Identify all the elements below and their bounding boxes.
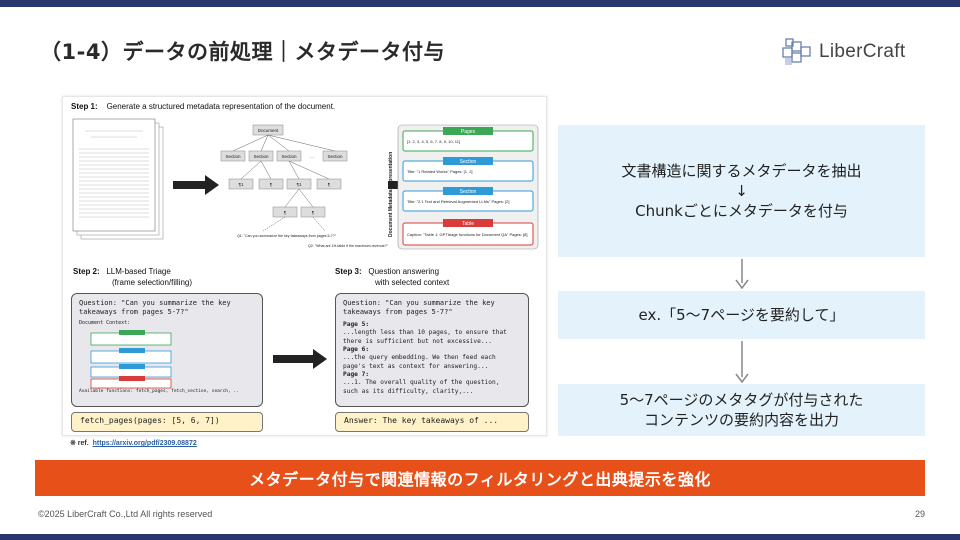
paper-figure: Step 1: Generate a structured metadata r…: [62, 96, 547, 436]
meta-card-header: Pages: [461, 129, 476, 135]
flow-box-output: 5〜7ページのメタタグが付与された コンテンツの要約内容を出力: [558, 384, 925, 436]
step3-subcaption: with selected context: [375, 278, 450, 287]
flow-box-metadata: 文書構造に関するメタデータを抽出 ↓ Chunkごとにメタデータを付与: [558, 125, 925, 257]
tree-para: ¶1: [239, 182, 244, 187]
slide-title: （1-4）データの前処理｜メタデータ付与: [40, 40, 445, 64]
left-question: Question: "Can you summarize the key tak…: [79, 299, 231, 317]
tree-section: Section: [225, 154, 241, 159]
tree-para: ¶1: [297, 182, 302, 187]
flow-box2-text: ex.「5〜7ページを要約して」: [638, 305, 845, 324]
logo-text: LiberCraft: [819, 41, 906, 62]
flow-box3-line2: コンテンツの要約内容を出力: [643, 411, 839, 429]
meta-card-header: Section: [460, 189, 477, 195]
step2-caption: Step 2: LLM-based Triage: [73, 267, 171, 276]
triage-prompt-box: Question: "Can you summarize the key tak…: [71, 293, 263, 407]
arrow-right-icon: [273, 349, 327, 369]
page6-label: Page 6:: [343, 345, 370, 353]
tree-section: Section: [253, 154, 269, 159]
meta-card-body: Title: "2.1 Text and Retrieval Augmented…: [407, 199, 509, 204]
meta-card-body: Title: "1 Related Works" Pages: [1, 2]: [407, 169, 473, 174]
down-arrow-glyph: ↓: [735, 181, 748, 200]
page-number: 29: [914, 509, 925, 519]
tree-para: ¶: [328, 182, 331, 187]
function-call-box: fetch_pages(pages: [5, 6, 7]): [71, 412, 263, 432]
flow-box-example: ex.「5〜7ページを要約して」: [558, 291, 925, 339]
step2-subcaption: (frame selection/filling): [112, 278, 193, 287]
logo: LiberCraft: [780, 36, 905, 68]
left-context-label: Document Context:: [79, 319, 131, 326]
bottom-accent-bar: [0, 534, 960, 540]
flow-box1-line1: 文書構造に関するメタデータを抽出: [621, 161, 862, 180]
tree-q2: Q2: "What are 1H-table if the maximum re…: [308, 244, 389, 248]
meta-card-body: [1, 2, 3, 4, 5, 6, 7, 8, 9, 10, 11]: [407, 139, 460, 144]
tree-para: ¶: [270, 182, 273, 187]
right-question: Question: "Can you summarize the key tak…: [343, 299, 495, 317]
meta-card-header: Table: [462, 221, 474, 227]
meta-card-body: Caption: "Table 1: GPTtriage functions f…: [407, 232, 527, 237]
figure-diagram: Document Section Section Section ... Sec…: [72, 118, 539, 369]
page6-text: ...the query embedding. We then feed eac…: [343, 354, 496, 370]
step3-caption: Step 3: Question answering: [335, 267, 440, 276]
copyright: ©2025 LiberCraft Co.,Ltd All rights rese…: [38, 509, 213, 519]
tree-leaf: ¶: [312, 210, 315, 215]
tree-root: Document: [258, 128, 279, 133]
flow-box1-line2: Chunkごとにメタデータを付与: [635, 202, 848, 221]
page5-label: Page 5:: [343, 320, 370, 328]
document-stack-icon: [72, 118, 164, 240]
down-arrow-icon: [735, 341, 749, 383]
meta-rep-label: Document Metadata Representation: [388, 152, 394, 237]
tree-leaf: ¶: [284, 210, 287, 215]
arrow-right-icon: [173, 175, 219, 195]
summary-banner: メタデータ付与で関連情報のフィルタリングと出典提示を強化: [35, 460, 925, 496]
page7-text: ...1. The overall quality of the questio…: [343, 379, 500, 395]
flow-box3-line1: 5〜7ページのメタタグが付与された: [619, 390, 864, 409]
top-accent-bar: [0, 0, 960, 7]
answer-box: Answer: The key takeaways of ...: [335, 412, 529, 432]
tree-q1: Q1: "Can you summarize the key takeaways…: [237, 234, 337, 238]
down-arrow-icon: [735, 259, 749, 289]
meta-card-header: Section: [460, 159, 477, 165]
cube-logo-icon: [782, 38, 811, 65]
page7-label: Page 7:: [343, 371, 370, 379]
tree-ellipsis: ...: [310, 154, 314, 159]
step1-caption: Step 1: Generate a structured metadata r…: [71, 102, 336, 111]
reference-note: ※ ref. https://arxiv.org/pdf/2309.08872: [70, 440, 197, 447]
page5-text: ...length less than 10 pages, to ensure …: [343, 329, 507, 345]
answer-prompt-box: Question: "Can you summarize the key tak…: [335, 293, 529, 407]
tree-section: Section: [281, 154, 297, 159]
tree-section: Section: [327, 154, 343, 159]
mini-metadata-cards: [90, 329, 172, 389]
left-functions: Available functions: fetch_pages, fetch_…: [79, 388, 239, 394]
reference-link[interactable]: https://arxiv.org/pdf/2309.08872: [92, 440, 197, 447]
